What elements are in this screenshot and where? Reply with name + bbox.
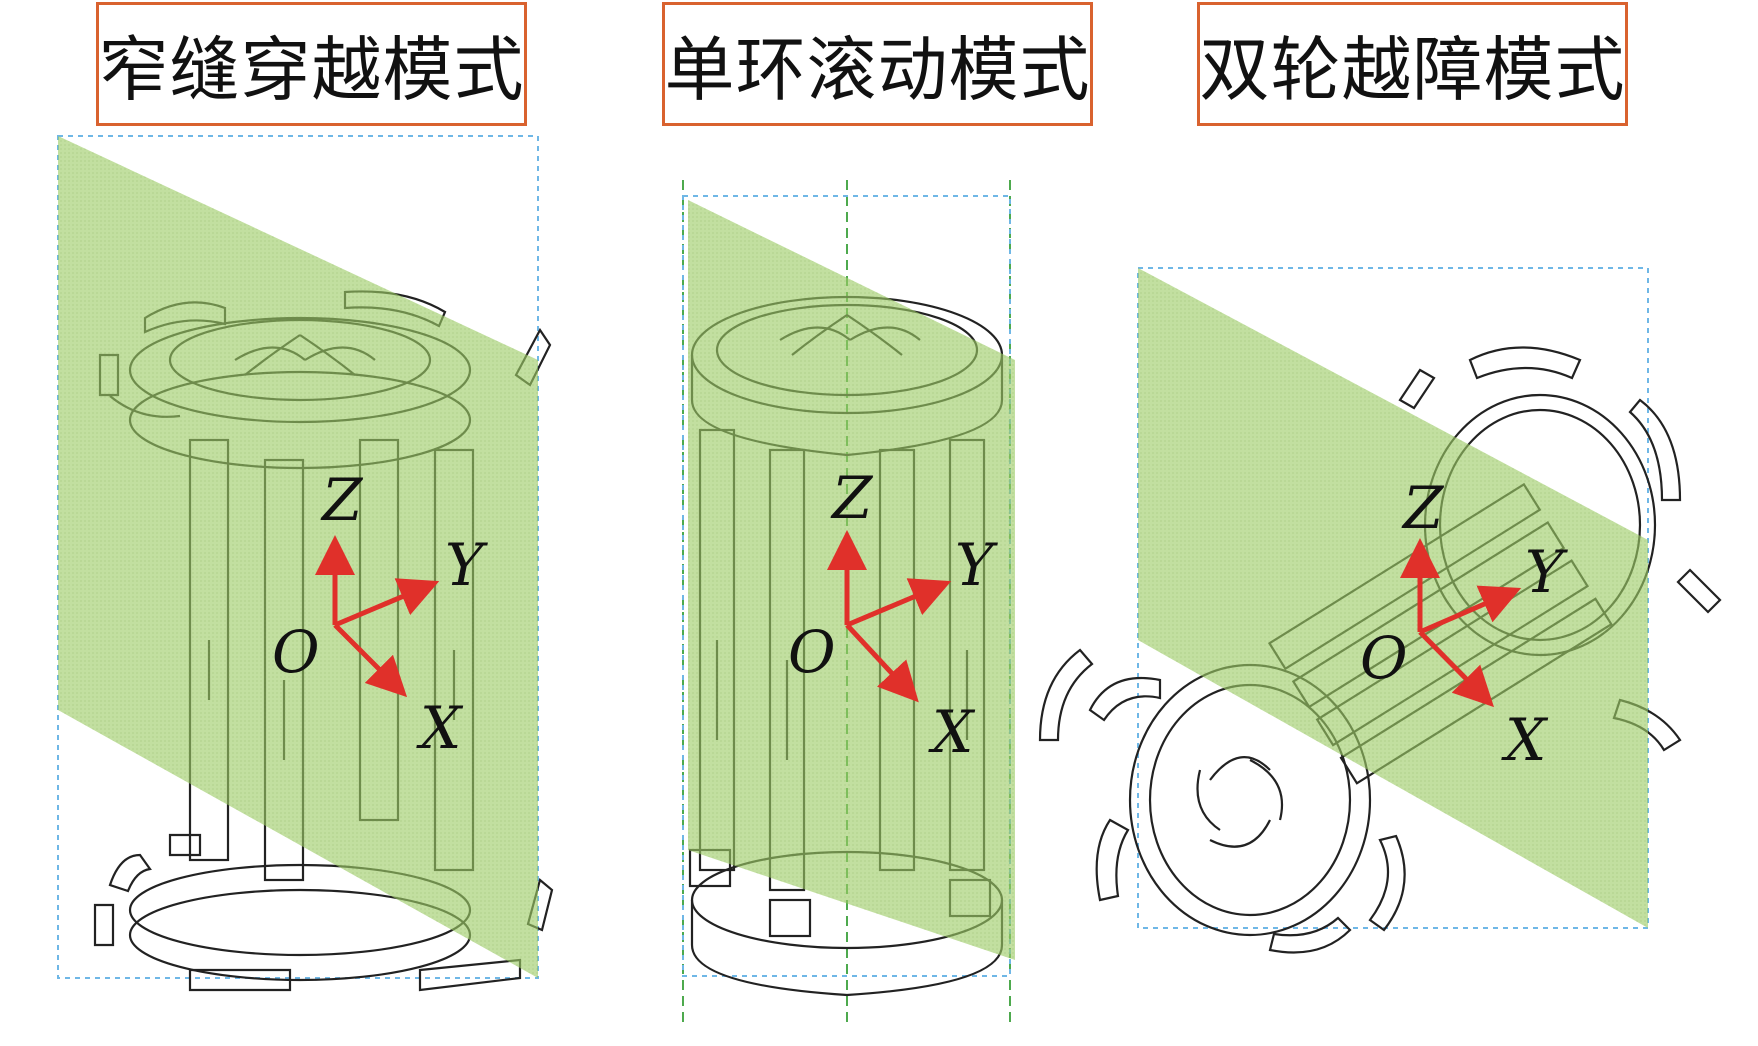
axis-label-x: X <box>1501 706 1549 774</box>
bottom-disc <box>93 833 554 992</box>
axis-label-y: Y <box>445 531 488 599</box>
coordinate-axes: Z Y O X <box>272 466 488 762</box>
axis-label-z: Z <box>320 466 364 534</box>
mode-label-narrow-slit: 窄缝穿越模式 <box>96 2 527 126</box>
axis-label-z: Z <box>1401 474 1445 542</box>
mode-label-dual-wheel: 双轮越障模式 <box>1197 2 1628 126</box>
origin-label: O <box>788 618 836 686</box>
axis-label-z: Z <box>830 464 874 532</box>
panel-dual-wheel: Z Y O X <box>1038 267 1722 954</box>
axis-label-y: Y <box>955 531 998 599</box>
mode-label-single-ring: 单环滚动模式 <box>662 2 1093 126</box>
axis-label-x: X <box>928 698 976 766</box>
origin-label: O <box>272 618 320 686</box>
bounding-box <box>682 195 1011 977</box>
axis-label-y: Y <box>1525 538 1568 606</box>
origin-label: O <box>1360 624 1408 692</box>
coordinate-axes: Z Y O X <box>788 464 998 766</box>
coordinate-axes: Z Y O X <box>1360 474 1568 774</box>
panel-narrow-slit: Z Y O X <box>57 135 554 992</box>
axis-label-x: X <box>416 694 464 762</box>
panel-single-ring: Z Y O X <box>682 180 1015 1025</box>
